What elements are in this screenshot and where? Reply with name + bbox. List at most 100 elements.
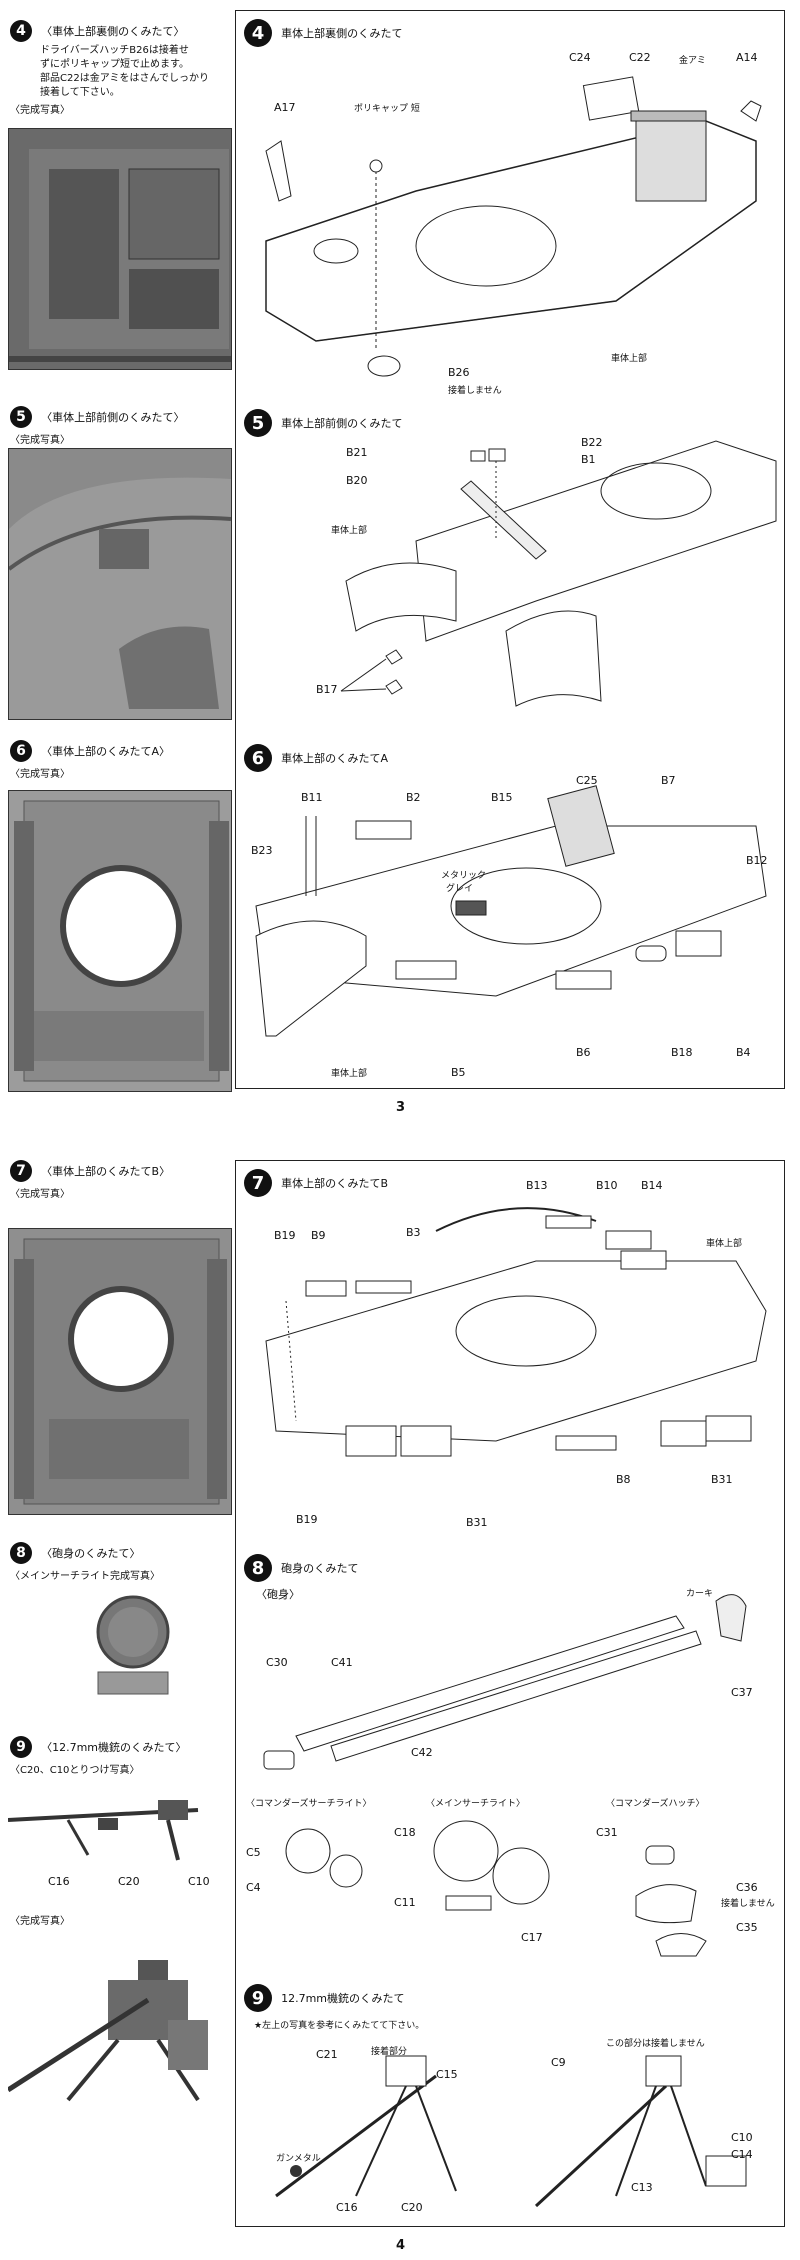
label-c5: C5 [246,1846,261,1859]
label-khaki: カーキ [686,1589,714,1599]
label-c41: C41 [331,1656,353,1669]
step-number: 6 [244,744,272,772]
completed-photo-hull-top-b [8,1228,232,1515]
note-line: ずにポリキャップ短で止めます。 [40,59,189,70]
label-b18: B18 [671,1046,693,1059]
label-glue-part: 接着部分 [371,2047,408,2057]
label-b1: B1 [581,453,596,466]
label-polycap: ポリキャップ 短 [354,104,420,114]
photo-caption: 〈完成写真〉 [10,769,70,780]
hull-front-drawing [340,440,777,707]
hull-top-a-drawing [255,785,767,1037]
page-4: 7 〈車体上部のくみたてB〉 〈完成写真〉 8 〈砲身のくみたて〉 〈メインサー… [0,1140,800,2260]
step-7-text: 7 〈車体上部のくみたてB〉 〈完成写真〉 [10,1160,235,1202]
barrel-heading: 〈砲身〉 [256,1588,300,1601]
page-number: 4 [396,2238,406,2253]
label-b2: B2 [406,791,421,804]
step-number: 5 [10,406,32,428]
label-hull: 車体上部 [706,1239,743,1249]
main-light-heading: 〈メインサーチライト〉 [426,1799,526,1809]
label-b10: B10 [596,1179,618,1192]
step-title: 〈車体上部のくみたてA〉 [41,745,171,758]
label-no-glue-part: この部分は接着しません [606,2039,705,2049]
label-c30: C30 [266,1656,288,1669]
step-title: 車体上部裏側のくみたて [281,27,403,40]
label-c36: C36 [736,1881,758,1894]
step-number: 4 [10,20,32,42]
label-b7: B7 [661,774,676,787]
note-line: 部品C22は金アミをはさんでしっかり [40,73,210,84]
label-c18: C18 [394,1826,416,1839]
label-c22: C22 [629,51,651,64]
step-5-text: 5 〈車体上部前側のくみたて〉 〈完成写真〉 [10,406,235,448]
label-c9: C9 [551,2056,566,2069]
label-metallic: メタリック [441,871,487,881]
step-4-diagram: 4 車体上部裏側のくみたて C24 C22 金アミ A14 A17 [236,11,784,401]
step-6-text: 6 〈車体上部のくみたてA〉 〈完成写真〉 [10,740,235,782]
completed-photo-searchlight [78,1592,178,1702]
photo-caption: 〈メインサーチライト完成写真〉 [10,1571,160,1582]
label-c14: C14 [731,2148,753,2161]
photo-caption: 〈完成写真〉 [10,1189,70,1200]
label-a14: A14 [736,51,758,64]
step-4-text: 4 〈車体上部裏側のくみたて〉 ドライバーズハッチB26は接着せ ずにポリキャッ… [10,20,235,118]
label-c21: C21 [316,2048,338,2061]
cmd-light-heading: 〈コマンダーズサーチライト〉 [246,1799,372,1809]
label-kanami: 金アミ [679,56,706,66]
label-b9: B9 [311,1229,326,1242]
label-b11: B11 [301,791,323,804]
hull-top-b-drawing [265,1207,767,1457]
label-c11: C11 [394,1896,416,1909]
step-9-note: ★左上の写真を参考にくみたてて下さい。 [254,2021,425,2031]
label-b19-top: B19 [274,1229,296,1242]
label-no-glue: 接着しません [448,386,502,396]
page-number: 3 [396,1100,406,1115]
label-hull: 車体上部 [611,354,648,364]
label-b15: B15 [491,791,513,804]
step-title: 〈車体上部のくみたてB〉 [41,1165,171,1178]
label-c25: C25 [576,774,598,787]
label-b6: B6 [576,1046,591,1059]
barrel-drawing [263,1594,747,1957]
label-c10: C10 [188,1875,210,1888]
step-number: 5 [244,409,272,437]
left-column: 4 〈車体上部裏側のくみたて〉 ドライバーズハッチB26は接着せ ずにポリキャッ… [8,0,233,1100]
label-b22: B22 [581,436,603,449]
label-gunmetal: ガンメタル [276,2154,321,2164]
step-title: 〈車体上部前側のくみたて〉 [41,411,185,424]
step-number: 9 [244,1984,272,2012]
label-c17: C17 [521,1931,543,1944]
label-no-glue: 接着しません [721,1899,775,1909]
label-b14: B14 [641,1179,663,1192]
label-c24: C24 [569,51,591,64]
completed-photo-hull-underside [8,128,232,370]
step-9-diagram: 9 12.7mm機銃のくみたて ★左上の写真を参考にくみたてて下さい。 C21 … [236,1976,784,2226]
sub-caption: 〈C20、C10とりつけ写真〉 [10,1765,140,1776]
step-number: 6 [10,740,32,762]
label-c10: C10 [731,2131,753,2144]
label-c13: C13 [631,2181,653,2194]
label-c35: C35 [736,1921,758,1934]
label-hull: 車体上部 [331,526,368,536]
label-b17: B17 [316,683,338,696]
label-b31-left: B31 [466,1516,488,1529]
note-line: 接着して下さい。 [40,87,120,98]
label-b3: B3 [406,1226,421,1239]
label-hull: 車体上部 [331,1069,368,1079]
label-b19-bottom: B19 [296,1513,318,1526]
completed-photo-hull-top-a [8,790,232,1092]
left-column: 7 〈車体上部のくみたてB〉 〈完成写真〉 8 〈砲身のくみたて〉 〈メインサー… [8,1140,233,2240]
step-number: 7 [244,1169,272,1197]
step-7-diagram: 7 車体上部のくみたてB B13 B10 B14 [236,1161,784,1546]
step-5-diagram: 5 車体上部前側のくみたて B21 B22 B1 B20 車体上部 [236,401,784,736]
photo-caption: 〈完成写真〉 [10,435,70,446]
page-3: 4 〈車体上部裏側のくみたて〉 ドライバーズハッチB26は接着せ ずにポリキャッ… [0,0,800,1125]
label-c16: C16 [48,1875,70,1888]
label-b4: B4 [736,1046,751,1059]
label-c20: C20 [118,1875,140,1888]
step-8-text: 8 〈砲身のくみたて〉 〈メインサーチライト完成写真〉 [10,1542,235,1584]
label-c4: C4 [246,1881,261,1894]
label-b8: B8 [616,1473,631,1486]
label-b13: B13 [526,1179,548,1192]
step-title: 〈12.7mm機銃のくみたて〉 [41,1741,187,1754]
